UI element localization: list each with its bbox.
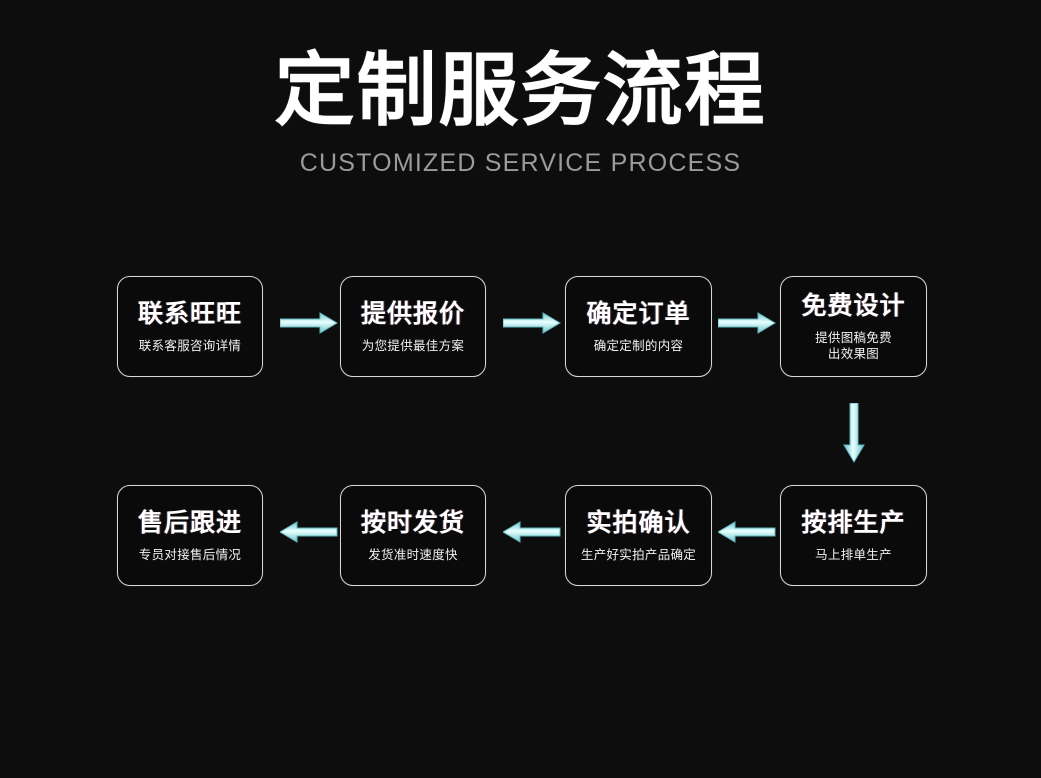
- step-box-confirm[interactable]: 确定订单 确定定制的内容: [565, 276, 712, 377]
- arrow-confirm-to-design-icon: [718, 310, 776, 336]
- arrow-ship-to-aftersale-icon: [280, 519, 338, 545]
- step-subtitle-line1: 提供图稿免费: [815, 330, 892, 345]
- page-subtitle: CUSTOMIZED SERVICE PROCESS: [299, 149, 742, 177]
- step-title: 售后跟进: [137, 508, 242, 537]
- step-box-produce[interactable]: 按排生产 马上排单生产: [780, 485, 927, 586]
- page-title: 定制服务流程: [274, 44, 767, 137]
- step-title: 确定订单: [586, 299, 691, 328]
- arrow-quote-to-confirm-icon: [503, 310, 561, 336]
- step-title: 提供报价: [360, 299, 465, 328]
- arrow-photo-to-ship-icon: [503, 519, 561, 545]
- step-box-photo[interactable]: 实拍确认 生产好实拍产品确定: [565, 485, 712, 586]
- step-subtitle: 马上排单生产: [815, 547, 892, 562]
- step-subtitle: 发货准时速度快: [368, 547, 458, 562]
- step-subtitle: 专员对接售后情况: [138, 547, 242, 562]
- step-box-contact[interactable]: 联系旺旺 联系客服咨询详情: [117, 276, 263, 377]
- arrow-produce-to-photo-icon: [718, 519, 776, 545]
- step-subtitle: 提供图稿免费 出效果图: [815, 330, 892, 362]
- step-title: 按时发货: [360, 508, 465, 537]
- page-header: 定制服务流程 CUSTOMIZED SERVICE PROCESS: [0, 44, 1041, 178]
- arrow-design-to-produce-icon: [841, 403, 867, 463]
- step-box-aftersale[interactable]: 售后跟进 专员对接售后情况: [117, 485, 263, 586]
- step-title: 免费设计: [801, 291, 906, 320]
- step-title: 实拍确认: [586, 508, 691, 537]
- step-subtitle-line2: 出效果图: [827, 346, 880, 361]
- step-title: 按排生产: [801, 508, 906, 537]
- step-subtitle: 生产好实拍产品确定: [580, 547, 697, 562]
- step-box-quote[interactable]: 提供报价 为您提供最佳方案: [340, 276, 486, 377]
- step-box-ship[interactable]: 按时发货 发货准时速度快: [340, 485, 486, 586]
- step-title: 联系旺旺: [137, 299, 242, 328]
- step-subtitle: 联系客服咨询详情: [138, 338, 242, 353]
- step-box-design[interactable]: 免费设计 提供图稿免费 出效果图: [780, 276, 927, 377]
- step-subtitle: 为您提供最佳方案: [361, 338, 465, 353]
- arrow-contact-to-quote-icon: [280, 310, 338, 336]
- step-subtitle: 确定定制的内容: [593, 338, 684, 353]
